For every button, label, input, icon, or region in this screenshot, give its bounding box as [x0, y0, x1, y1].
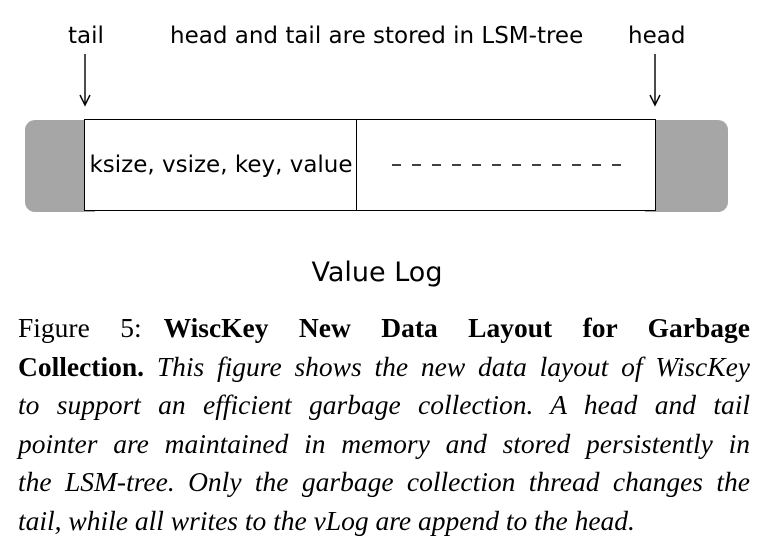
head-arrow-icon	[649, 54, 661, 107]
log-right-end	[645, 120, 728, 212]
figure-caption: Figure 5: WiscKey New Data Layout for Gar…	[18, 309, 750, 540]
dashes-icon	[392, 164, 624, 166]
caption-line-2: Collection. This figure shows the new da…	[18, 348, 750, 387]
caption-title-part1: WiscKey New Data Layout for Garbage	[163, 312, 750, 343]
log-entry-label: ksize, vsize, key, value	[89, 152, 353, 178]
log-remaining-cell	[356, 119, 656, 211]
log-entry-cell: ksize, vsize, key, value	[84, 119, 358, 211]
diagram-title: Value Log	[311, 257, 443, 288]
tail-arrow-icon	[79, 54, 91, 107]
caption-text-line-2: This figure shows the new data layout of…	[156, 350, 751, 382]
log-left-end	[25, 120, 95, 212]
caption-line-1: Figure 5: WiscKey New Data Layout for Gar…	[18, 309, 750, 348]
caption-title-part2: Collection.	[18, 350, 145, 382]
head-label: head	[628, 23, 686, 49]
caption-line-4: pointer are maintained in memory and sto…	[18, 427, 750, 459]
figure-label: Figure 5:	[18, 312, 142, 343]
caption-line-3: to support an efficient garbage collecti…	[18, 389, 750, 420]
stored-in-lsm-label: head and tail are stored in LSM-tree	[170, 23, 584, 49]
caption-line-5: the LSM-tree. Only the garbage collectio…	[18, 466, 750, 497]
value-log-diagram: tail head and tail are stored in LSM-tre…	[25, 23, 728, 288]
tail-label: tail	[68, 23, 104, 49]
caption-line-6: tail, while all writes to the vLog are a…	[18, 504, 635, 536]
